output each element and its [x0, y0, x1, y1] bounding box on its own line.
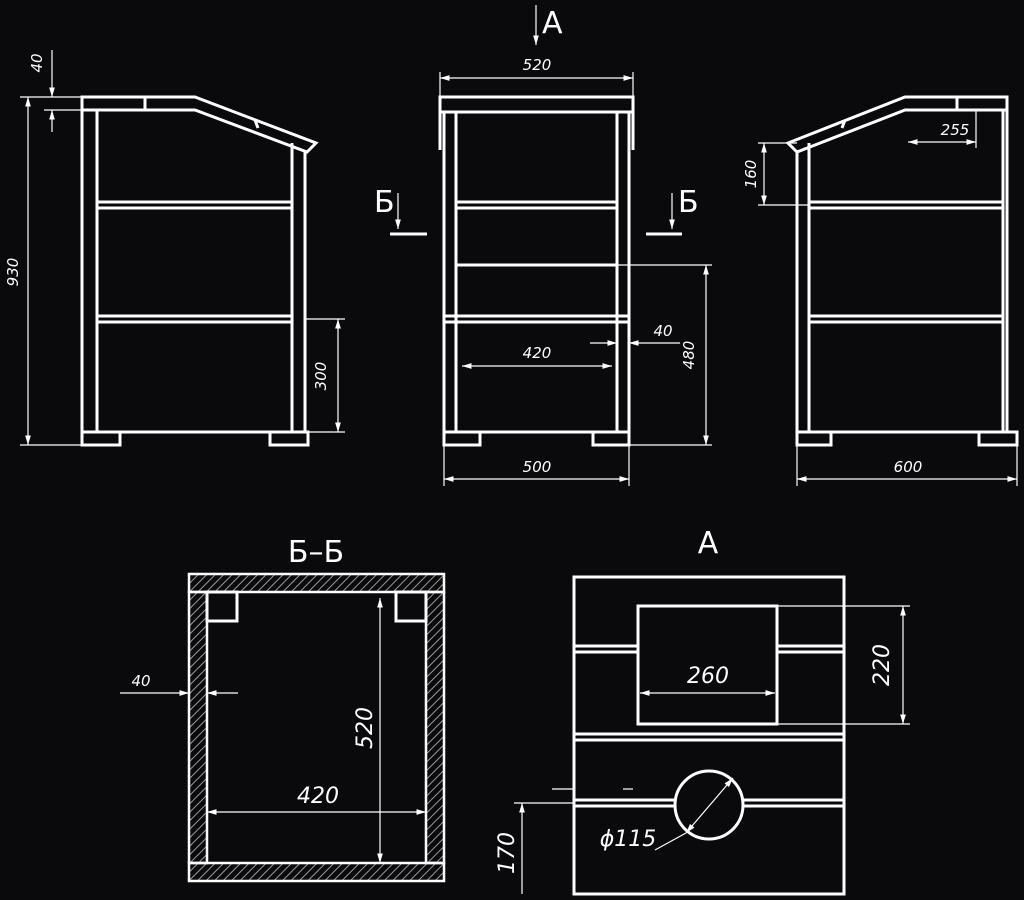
- section-bb-title: Б–Б: [288, 535, 344, 570]
- dim-220: 220: [870, 644, 895, 686]
- left-view-foot: [80, 430, 122, 447]
- dim-600: 600: [894, 458, 923, 476]
- detail-a: A 260 220 ϕ115 170: [495, 526, 910, 896]
- front-view-foot: [442, 430, 482, 447]
- right-view-roof: [785, 95, 1009, 154]
- view-a-marker: A: [542, 6, 563, 41]
- dim-420-section: 420: [297, 784, 339, 809]
- detail-opening: [636, 604, 779, 726]
- front-view: A 520 Б Б 420 40: [374, 5, 712, 486]
- section-left-wall: [187, 590, 209, 865]
- detail-a-title: A: [698, 526, 719, 561]
- dim-260: 260: [687, 664, 729, 689]
- front-view-roof: [438, 95, 635, 114]
- dim-300: 300: [312, 362, 330, 391]
- dim-40-section: 40: [131, 672, 150, 690]
- front-view-right-post: [615, 110, 631, 434]
- left-view-back-post: [290, 143, 307, 434]
- section-post: [394, 590, 428, 623]
- section-right-wall: [424, 590, 446, 865]
- front-view-foot: [591, 430, 631, 447]
- right-view-roof-joint: [840, 119, 847, 129]
- detail-round-hole: [673, 769, 745, 841]
- dim-40-front: 40: [653, 322, 672, 340]
- dim-40-top: 40: [28, 53, 46, 72]
- dim-500: 500: [523, 458, 552, 476]
- left-view-roof: [80, 95, 319, 154]
- section-top-wall: [187, 572, 446, 594]
- dim-160: 160: [742, 160, 760, 189]
- section-mark-b-left: Б: [374, 185, 395, 220]
- section-bb: Б–Б 40 520 420: [120, 535, 446, 883]
- dim-255: 255: [941, 121, 970, 139]
- dim-930: 930: [4, 258, 22, 287]
- dim-420-front: 420: [523, 344, 552, 362]
- left-view-roof-joint: [253, 119, 260, 129]
- left-view-foot: [268, 430, 310, 447]
- right-view-back-post: [1001, 108, 1009, 434]
- left-view-front-post: [80, 108, 99, 434]
- dim-170: 170: [495, 832, 520, 874]
- right-view-foot: [795, 430, 833, 447]
- section-bottom-wall: [187, 861, 446, 883]
- dim-520-section: 520: [353, 707, 378, 749]
- left-side-view: 930 40 300: [4, 50, 345, 447]
- right-view-front-post: [795, 143, 811, 434]
- section-post: [205, 590, 239, 623]
- dim-480: 480: [680, 341, 698, 370]
- dim-115: ϕ115: [600, 827, 657, 852]
- section-mark-b-right: Б: [678, 185, 699, 220]
- front-view-left-post: [442, 110, 458, 434]
- right-side-view: 255 160 600: [742, 95, 1019, 486]
- right-view-foot: [977, 430, 1019, 447]
- dim-520-top: 520: [523, 56, 552, 74]
